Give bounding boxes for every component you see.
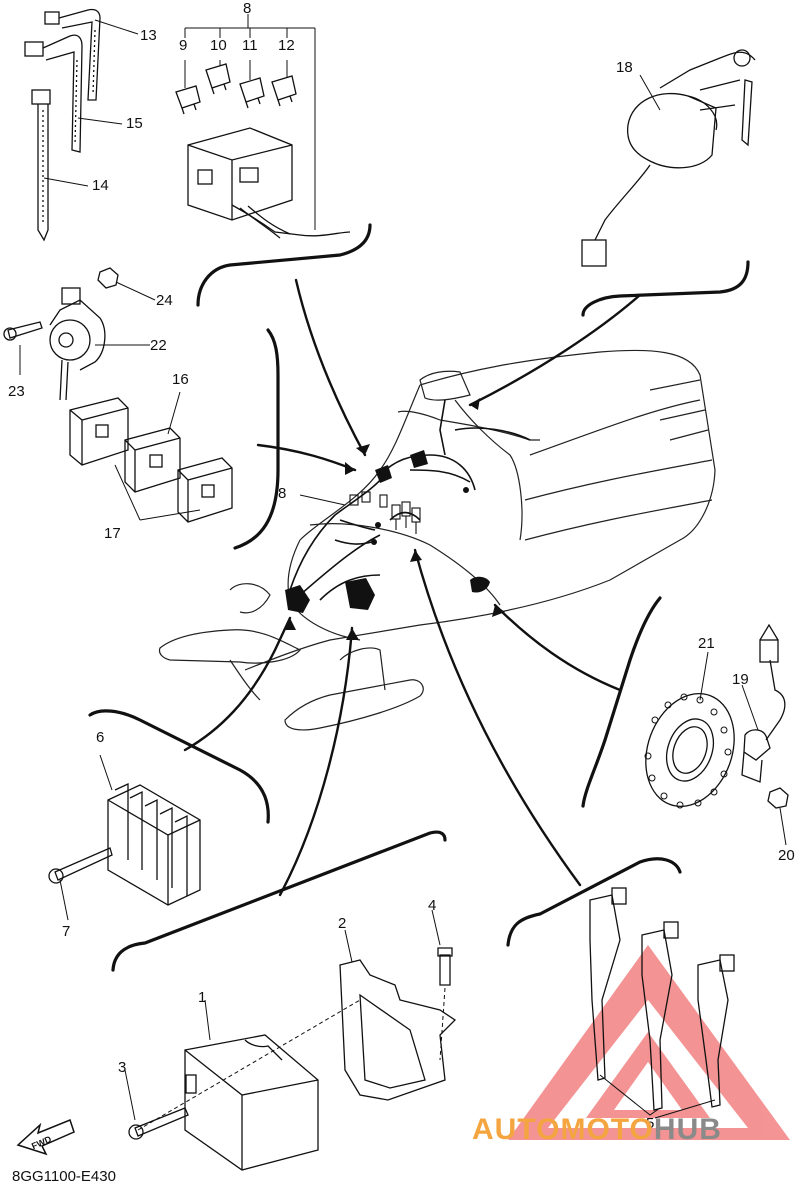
bracket-2 — [339, 959, 457, 1101]
ecu-dashed-leaders — [137, 987, 446, 1131]
label-1: 1 — [198, 989, 206, 1006]
fuse-bracket-leaders — [184, 14, 316, 230]
rotor-21 — [645, 692, 735, 808]
coil-leaders — [599, 1074, 716, 1119]
nut-20 — [767, 787, 789, 809]
part-number-labels: 1 2 3 4 5 6 7 8 8 9 10 11 12 13 14 15 16… — [8, 0, 795, 1151]
ignition-coil-5-c — [697, 954, 735, 1108]
ignition-coil-5-a — [589, 887, 627, 1081]
label-21: 21 — [698, 635, 715, 652]
bolt-23 — [3, 321, 43, 341]
label-19: 19 — [732, 671, 749, 688]
fwd-arrow-icon — [16, 1119, 75, 1156]
label-5: 5 — [646, 1115, 654, 1132]
cable-tie-13 — [44, 8, 101, 101]
callout-frames — [88, 223, 750, 972]
watermark-part2: HUB — [653, 1113, 722, 1146]
label-22: 22 — [150, 337, 167, 354]
speed-sensor-19 — [741, 623, 786, 783]
main-switch-18 — [581, 49, 756, 267]
number-leaders — [19, 19, 787, 1121]
label-16: 16 — [172, 371, 189, 388]
relay-17-b — [177, 457, 233, 523]
wire-harness-main — [289, 399, 531, 601]
label-7: 7 — [62, 923, 70, 940]
fuse-box-8 — [187, 127, 351, 239]
label-13: 13 — [140, 27, 157, 44]
label-10: 10 — [210, 37, 227, 54]
label-17: 17 — [104, 525, 121, 542]
relay-16 — [124, 427, 181, 493]
watermark-text: AUTOMOTOHUB — [472, 1113, 722, 1147]
arrow-heads — [283, 398, 505, 640]
label-9: 9 — [179, 37, 187, 54]
center-connectors — [349, 491, 421, 534]
label-20: 20 — [778, 847, 795, 864]
label-11: 11 — [242, 37, 258, 54]
cable-tie-15 — [24, 34, 83, 153]
label-2: 2 — [338, 915, 346, 932]
nut-24 — [97, 267, 119, 289]
diagram-code: 8GG1100-E430 — [12, 1168, 116, 1185]
ignition-coil-5-b — [641, 921, 679, 1111]
label-15: 15 — [126, 115, 143, 132]
rotor-holes — [644, 693, 732, 809]
fuses — [175, 63, 297, 115]
relay-17-a — [69, 397, 129, 466]
label-6: 6 — [96, 729, 104, 746]
cable-tie-14 — [31, 89, 51, 242]
mounted-components — [285, 450, 490, 613]
relay-leaders — [114, 391, 201, 521]
label-4: 4 — [428, 897, 436, 914]
label-23: 23 — [8, 383, 25, 400]
pickup-22 — [49, 287, 106, 401]
label-8-top: 8 — [243, 0, 251, 17]
watermark-part1: AUTOMOTO — [472, 1113, 654, 1146]
label-12: 12 — [278, 37, 295, 54]
ecu-1 — [184, 1034, 319, 1171]
snowmobile-outline — [158, 349, 716, 731]
bolt-4 — [437, 947, 453, 986]
label-8-center: 8 — [278, 485, 286, 502]
watermark-triangle-logo — [508, 945, 790, 1140]
fwd-label: FWD — [30, 1134, 53, 1152]
label-14: 14 — [92, 177, 109, 194]
label-18: 18 — [616, 59, 633, 76]
label-24: 24 — [156, 292, 173, 309]
bolt-3 — [128, 1107, 189, 1140]
label-3: 3 — [118, 1059, 126, 1076]
rectifier-regulator-6 — [107, 782, 201, 906]
pointer-lines — [183, 278, 642, 897]
bolt-7 — [48, 847, 113, 884]
